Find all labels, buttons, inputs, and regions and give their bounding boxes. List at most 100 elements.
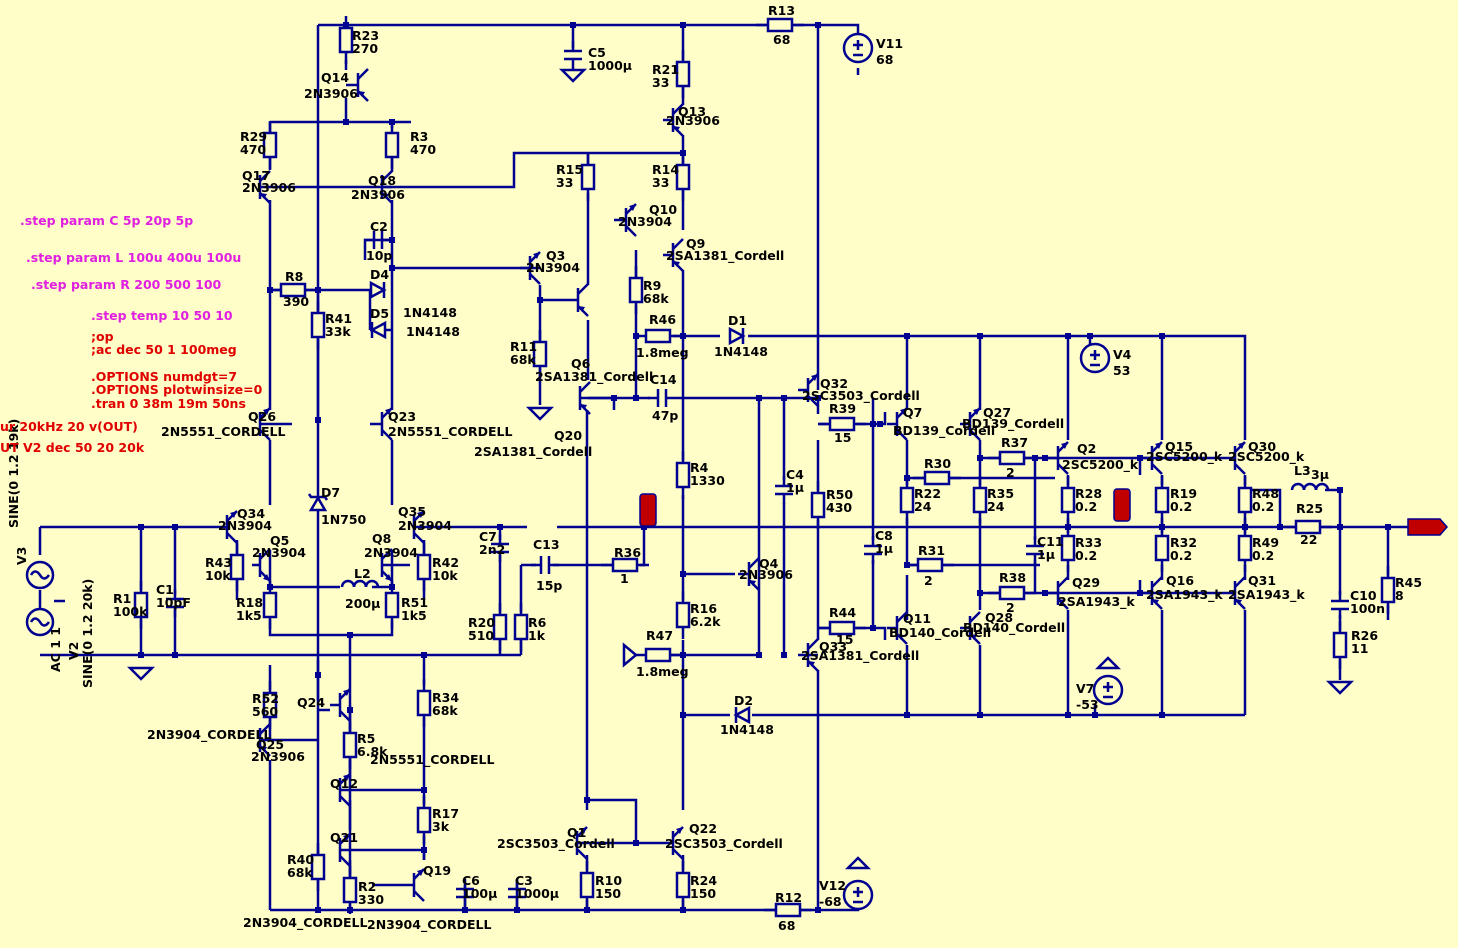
- diode-d4: [369, 280, 387, 300]
- bjt-leg: [625, 225, 637, 237]
- resistor-r25: [1294, 519, 1322, 535]
- resistor-name: R3: [410, 129, 428, 144]
- junction-dot: [138, 652, 144, 658]
- resistor-value: 8: [1395, 588, 1404, 603]
- resistor-name: R9: [643, 278, 661, 293]
- resistor-r6: [513, 613, 529, 641]
- resistor-name: R52: [252, 691, 279, 706]
- junction-dot: [138, 524, 144, 530]
- resistor-value: 24: [987, 499, 1005, 514]
- transistor-name: Q6: [571, 356, 591, 371]
- resistor-r43: [229, 553, 245, 581]
- junction-dot: [1065, 712, 1071, 718]
- junction-dot: [537, 297, 543, 303]
- bjt-leg: [339, 795, 351, 807]
- transistor-model: 2SC5200_k: [1062, 457, 1139, 473]
- capacitor-name: C2: [370, 219, 388, 234]
- resistor-r51: [384, 591, 400, 619]
- capacitor-value: 1000µ: [515, 886, 559, 901]
- junction-dot: [343, 119, 349, 125]
- junction-dot: [815, 907, 821, 913]
- resistor-value: 6.2k: [690, 614, 721, 629]
- bjt-leg: [1151, 463, 1163, 475]
- resistor-name: R29: [240, 129, 267, 144]
- spice-directive: ;op: [91, 329, 114, 344]
- capacitor-name: C1: [156, 582, 174, 597]
- out-flag: [1113, 488, 1131, 522]
- resistor-r3: [384, 131, 400, 159]
- transistor-model: 2N3904: [252, 545, 306, 560]
- transistor-name: Q13: [678, 104, 706, 119]
- resistor-r9: [628, 276, 644, 304]
- resistor-name: R14: [652, 162, 679, 177]
- junction-dot: [347, 707, 353, 713]
- capacitor-value: 100µ: [462, 886, 497, 901]
- transistor-model: 2N3906: [304, 86, 358, 101]
- junction-dot: [1137, 590, 1143, 596]
- resistor-r35: [972, 486, 988, 514]
- transistor-name: Q18: [368, 173, 396, 188]
- junction-dot: [781, 395, 787, 401]
- bjt-arrow: [629, 204, 636, 211]
- bjt-arrow: [1235, 599, 1242, 605]
- sine-glyph: [29, 570, 51, 580]
- inductor-l2: [340, 579, 380, 588]
- diode-model: 1N4148: [406, 324, 460, 339]
- resistor-r24: [675, 871, 691, 899]
- capacitor-value: 2n2: [479, 542, 505, 557]
- transistor-name: Q7: [903, 405, 922, 420]
- resistor-name: R20: [468, 615, 495, 630]
- junction-dot: [680, 571, 686, 577]
- wire: [587, 798, 638, 843]
- capacitor-name: C6: [462, 873, 480, 888]
- transistor-model: 2N3904_CORDELL: [243, 915, 368, 931]
- spice-directive: .step param L 100u 400u 100u: [26, 250, 241, 265]
- junction-dot: [514, 907, 520, 913]
- resistor-name: R5: [357, 731, 375, 746]
- resistor-r2: [342, 876, 358, 904]
- resistor-value: 10k: [205, 568, 231, 583]
- transistor-model: BD139_Cordell: [893, 423, 995, 439]
- wire: [676, 396, 820, 414]
- resistor-r12: [774, 902, 802, 918]
- junction-dot: [1337, 487, 1343, 493]
- resistor-r21: [675, 60, 691, 88]
- junction-dot: [977, 455, 983, 461]
- bjt-arrow: [343, 689, 350, 696]
- resistor-value: 33: [652, 75, 669, 90]
- capacitor-value: 47p: [652, 408, 678, 423]
- resistor-name: R33: [1075, 535, 1102, 550]
- resistor-value: 68k: [510, 352, 536, 367]
- ground-symbol: [126, 666, 156, 681]
- junction-dot: [172, 652, 178, 658]
- resistor-r13: [766, 17, 794, 33]
- resistor-name: R36: [614, 545, 641, 560]
- bjt-leg: [259, 723, 271, 735]
- resistor-value: 15: [836, 632, 853, 647]
- resistor-name: R37: [1001, 435, 1028, 450]
- bjt-leg: [259, 548, 271, 560]
- transistor-model: 2N5551_CORDELL: [161, 424, 286, 440]
- resistor-value: 0.2: [1252, 548, 1274, 563]
- transistor-model: 2SA1943_k: [1228, 587, 1305, 603]
- resistor-name: R30: [924, 456, 951, 471]
- inductor-name: L2: [354, 566, 371, 581]
- resistor-value: 68: [778, 918, 795, 933]
- bjt-leg: [896, 429, 908, 441]
- nfb-flag: [639, 493, 657, 527]
- junction-dot: [421, 787, 427, 793]
- transistor-name: Q35: [398, 504, 426, 519]
- transistor-name: Q14: [321, 70, 349, 85]
- resistor-r49: [1237, 534, 1253, 562]
- transistor-name: Q33: [819, 639, 847, 654]
- capacitor-name: C3: [515, 873, 533, 888]
- spice-directive: .OPTIONS numdgt=7: [91, 369, 237, 384]
- bjt-leg: [413, 532, 425, 544]
- resistor-value: 33k: [325, 324, 351, 339]
- resistor-value: 68: [773, 32, 790, 47]
- bjt-arrow: [580, 827, 587, 834]
- capacitor-name: C11: [1037, 534, 1064, 549]
- bjt-arrow: [900, 408, 907, 415]
- junction-dot: [315, 907, 321, 913]
- transistor-name: Q34: [237, 506, 265, 521]
